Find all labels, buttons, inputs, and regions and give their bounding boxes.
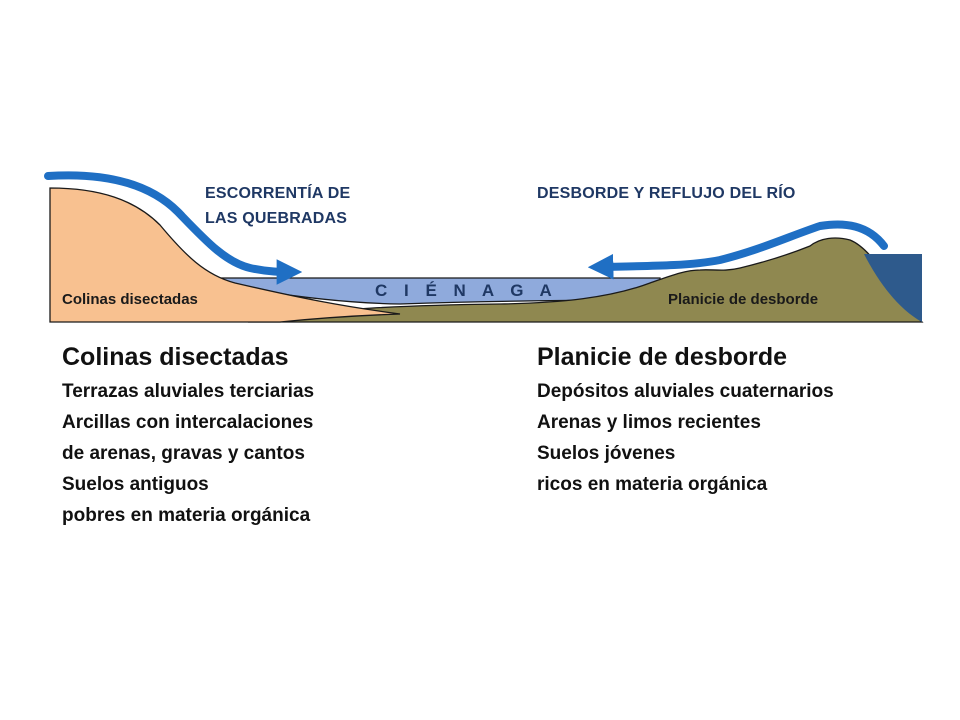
left-column-heading: Colinas disectadas: [62, 343, 289, 371]
right-column-line: Depósitos aluviales cuaternarios: [537, 381, 834, 402]
hills-small-label: Colinas disectadas: [62, 291, 198, 308]
floodplain-small-label: Planicie de desborde: [668, 291, 819, 308]
overflow-arrow: [587, 220, 888, 280]
runoff-label-line2: LAS QUEBRADAS: [205, 210, 348, 227]
runoff-label-line1: ESCORRENTÍA DE: [205, 185, 351, 202]
right-column-line: ricos en materia orgánica: [537, 474, 768, 495]
runoff-label: ESCORRENTÍA DE LAS QUEBRADAS: [205, 181, 350, 231]
swamp-label: C I É N A G A: [375, 281, 558, 300]
left-column-line: Terrazas aluviales terciarias: [62, 381, 315, 402]
hills-terrain: [49, 187, 401, 323]
left-column-line: pobres en materia orgánica: [62, 505, 311, 526]
floodplain-terrain: [247, 237, 924, 323]
right-column: Planicie de desborde Depósitos aluviales…: [537, 340, 834, 500]
overflow-label: DESBORDE Y REFLUJO DEL RÍO: [537, 185, 796, 202]
left-column-line: de arenas, gravas y cantos: [62, 443, 305, 464]
right-column-line: Suelos jóvenes: [537, 443, 676, 464]
river-block: [864, 254, 922, 322]
right-column-heading: Planicie de desborde: [537, 343, 788, 371]
left-column: Colinas disectadas Terrazas aluviales te…: [62, 340, 314, 531]
runoff-arrow: [44, 171, 303, 285]
left-column-line: Suelos antiguos: [62, 474, 209, 495]
right-column-line: Arenas y limos recientes: [537, 412, 761, 433]
left-column-line: Arcillas con intercalaciones: [62, 412, 314, 433]
